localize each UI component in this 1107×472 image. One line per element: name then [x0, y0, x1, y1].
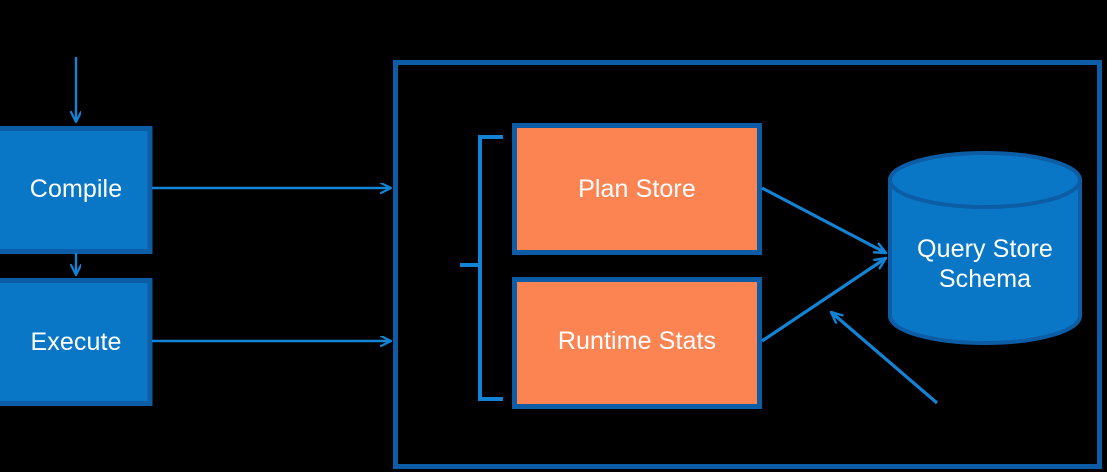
plan-store-to-schema-arrow	[761, 186, 886, 255]
store-group-bracket	[460, 135, 503, 401]
plan-store-box[interactable]	[512, 123, 762, 255]
compile-box[interactable]	[0, 126, 153, 254]
runtime-stats-to-schema-arrow	[761, 256, 886, 343]
execute-box[interactable]	[0, 278, 153, 406]
query-store-schema-cylinder[interactable]	[888, 151, 1082, 345]
query-store-container	[393, 60, 1102, 469]
runtime-stats-box[interactable]	[512, 277, 762, 409]
external-to-schema-arrow	[831, 310, 939, 405]
